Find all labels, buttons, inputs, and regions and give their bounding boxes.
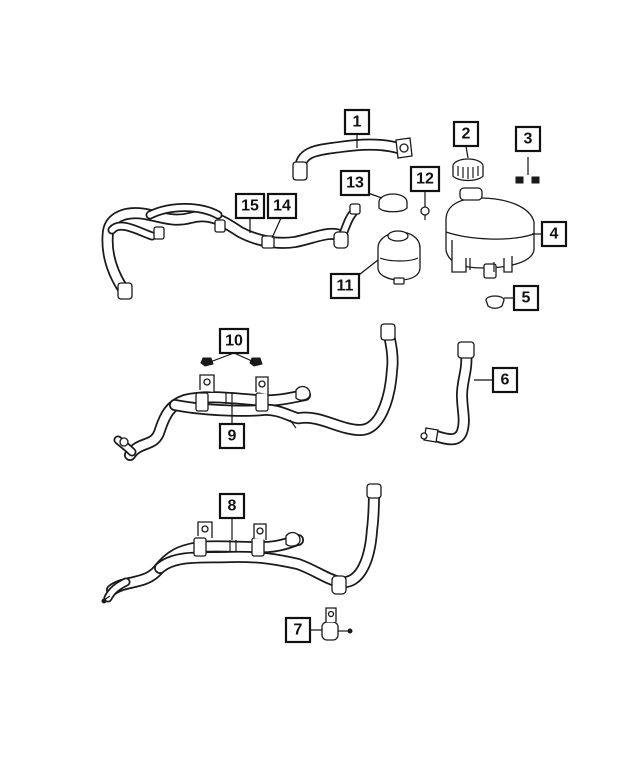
part-11-reservoir: [377, 230, 421, 285]
callout-3-label: 3: [524, 131, 533, 148]
part-13-cap: [378, 193, 408, 213]
callout-14-label: 14: [273, 198, 291, 215]
part-5-grommet: [485, 295, 505, 309]
part-4-coolant-tank: [445, 187, 535, 279]
callout-11: 11: [329, 272, 361, 300]
callout-3: 3: [514, 125, 542, 153]
callout-1: 1: [343, 108, 371, 136]
callout-14: 14: [266, 192, 298, 220]
callout-9: 9: [218, 422, 246, 450]
callout-6: 6: [491, 366, 519, 394]
part-8-hose-assembly: [101, 483, 382, 604]
part-2-pressure-cap: [452, 158, 484, 182]
callout-11-label: 11: [337, 278, 354, 295]
callout-7: 7: [284, 616, 312, 644]
callout-2-label: 2: [462, 126, 471, 143]
part-1-hose: [292, 137, 413, 181]
callout-1-label: 1: [353, 114, 362, 131]
callout-7-label: 7: [294, 622, 303, 639]
leader-lines: [209, 134, 542, 631]
part-12-clip: [420, 206, 430, 220]
callout-9-label: 9: [228, 428, 237, 445]
callout-10-label: 10: [225, 333, 243, 350]
callout-12-label: 12: [416, 171, 434, 188]
part-3-fasteners: [515, 176, 540, 184]
callout-5-label: 5: [522, 290, 531, 307]
callout-6-label: 6: [501, 372, 510, 389]
part-7-valve: [321, 607, 353, 641]
callout-5: 5: [512, 284, 540, 312]
part-6-hose: [420, 341, 475, 446]
callout-10: 10: [218, 327, 250, 355]
callout-2: 2: [452, 120, 480, 148]
part-10-nuts: [200, 357, 263, 367]
callout-4: 4: [540, 220, 568, 248]
part-15-hose-assembly: [101, 203, 361, 300]
callout-12: 12: [409, 165, 441, 193]
callout-13: 13: [339, 169, 371, 197]
callout-15-label: 15: [241, 198, 259, 215]
callout-15: 15: [234, 192, 266, 220]
callout-13-label: 13: [346, 175, 364, 192]
callout-4-label: 4: [550, 226, 559, 243]
callout-8: 8: [218, 492, 246, 520]
part-9-hose-assembly: [113, 323, 399, 461]
callout-8-label: 8: [228, 498, 237, 515]
